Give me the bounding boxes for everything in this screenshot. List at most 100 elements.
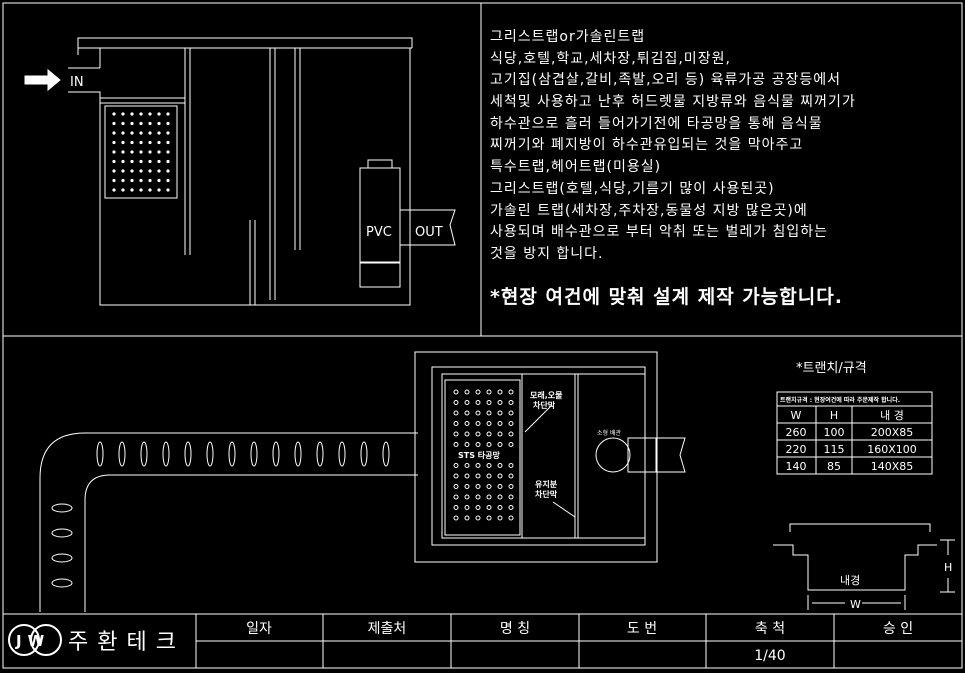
basket-hole bbox=[121, 169, 125, 173]
mesh-hole bbox=[464, 484, 470, 489]
mesh-hole bbox=[486, 389, 492, 395]
basket-hole bbox=[130, 140, 134, 145]
width-dim-label: W bbox=[850, 598, 861, 611]
mesh-hole bbox=[475, 463, 481, 468]
mesh-hole bbox=[453, 484, 459, 489]
trap-plan bbox=[414, 351, 686, 563]
trench-slot bbox=[338, 441, 346, 467]
mesh-hole bbox=[508, 442, 514, 447]
basket-hole bbox=[112, 121, 116, 126]
basket-hole bbox=[121, 140, 125, 145]
mesh-hole bbox=[475, 494, 481, 500]
custom-design-note: *현장 여건에 맞춰 설계 제작 가능합니다. bbox=[490, 286, 843, 308]
basket-hole bbox=[166, 140, 170, 145]
basket-hole bbox=[166, 188, 170, 192]
basket-hole bbox=[148, 150, 152, 154]
description-line: 고기집(삼겹살,갈비,족발,오리 등) 육류가공 공장등에서 bbox=[490, 72, 841, 89]
spec-cell: 100 bbox=[824, 426, 845, 439]
mesh-hole bbox=[475, 442, 481, 447]
mesh-hole bbox=[475, 421, 481, 426]
mesh-hole bbox=[475, 515, 481, 521]
trench-slot bbox=[250, 441, 258, 467]
sand-barrier-label: 모래,오물 bbox=[530, 390, 563, 400]
mesh-hole bbox=[508, 505, 514, 510]
basket-hole bbox=[166, 131, 170, 135]
basket-hole bbox=[157, 178, 161, 183]
trench-slot bbox=[316, 441, 324, 467]
basket-hole bbox=[139, 169, 143, 173]
arrow-right-icon bbox=[24, 68, 61, 92]
logo-letters: JW bbox=[15, 632, 50, 650]
title-header: 제출처 bbox=[368, 621, 407, 637]
basket-hole bbox=[121, 112, 125, 116]
mesh-hole bbox=[453, 400, 459, 405]
mesh-hole bbox=[508, 463, 514, 468]
spec-header: H bbox=[830, 409, 838, 422]
mesh-hole bbox=[486, 505, 492, 510]
basket-hole bbox=[121, 121, 125, 126]
mesh-hole bbox=[486, 442, 492, 447]
trench-slot bbox=[382, 441, 390, 467]
trench-slot bbox=[272, 441, 280, 467]
mesh-hole bbox=[464, 410, 470, 416]
description-line: 것을 방지 합니다. bbox=[490, 245, 604, 262]
mesh-hole bbox=[508, 389, 514, 395]
mesh-label: STS 타공망 bbox=[458, 450, 500, 460]
spec-cell: 200X85 bbox=[871, 426, 914, 439]
spec-cell: 140 bbox=[786, 460, 807, 473]
mesh-hole bbox=[475, 484, 481, 489]
outlet-label: 소형 배관 bbox=[597, 429, 621, 437]
basket-hole bbox=[148, 169, 152, 173]
mesh-hole bbox=[497, 515, 503, 521]
description-line: 그리스트랩or가솔린트랩 bbox=[490, 29, 646, 45]
mesh-hole bbox=[453, 421, 459, 426]
basket-hole bbox=[166, 178, 170, 183]
basket-hole bbox=[166, 112, 170, 116]
title-value: 1/40 bbox=[754, 648, 785, 664]
mesh-hole bbox=[453, 442, 459, 447]
basket-hole bbox=[148, 159, 152, 164]
mesh-hole bbox=[453, 473, 459, 479]
basket-hole bbox=[112, 140, 116, 145]
logo-ring-w bbox=[30, 624, 62, 656]
basket-hole bbox=[148, 140, 152, 145]
mesh-hole bbox=[475, 410, 481, 416]
title-header: 축 척 bbox=[755, 621, 785, 637]
spec-header: 내 경 bbox=[880, 409, 904, 422]
basket-hole bbox=[139, 159, 143, 164]
mesh-hole bbox=[508, 410, 514, 416]
mesh-hole bbox=[497, 473, 503, 479]
mesh-hole bbox=[486, 463, 492, 468]
basket-hole bbox=[112, 112, 116, 116]
basket-hole bbox=[112, 131, 116, 135]
trench-slot bbox=[51, 553, 73, 563]
mesh-hole bbox=[497, 505, 503, 510]
mesh-hole bbox=[497, 463, 503, 468]
basket-hole bbox=[139, 131, 143, 135]
basket-hole bbox=[148, 178, 152, 183]
basket-hole bbox=[121, 131, 125, 135]
spec-header: W bbox=[791, 409, 802, 422]
basket-hole bbox=[139, 112, 143, 116]
basket-hole bbox=[157, 140, 161, 145]
trench-slot bbox=[140, 441, 148, 467]
spec-cell: 85 bbox=[827, 460, 841, 473]
mesh-hole bbox=[475, 431, 481, 437]
basket-hole bbox=[112, 150, 116, 154]
title-header: 도 번 bbox=[627, 621, 657, 637]
basket-hole bbox=[157, 169, 161, 173]
basket-hole bbox=[112, 178, 116, 183]
basket-hole bbox=[157, 150, 161, 154]
mesh-hole bbox=[453, 494, 459, 500]
mesh-hole bbox=[508, 484, 514, 489]
trench-slot bbox=[360, 441, 368, 467]
mesh-hole bbox=[464, 431, 470, 437]
mesh-hole bbox=[497, 400, 503, 405]
basket-hole bbox=[139, 140, 143, 145]
strainer-basket bbox=[104, 105, 178, 199]
basket-hole bbox=[112, 188, 116, 192]
basket-hole bbox=[157, 159, 161, 164]
basket-hole bbox=[166, 159, 170, 164]
sand-barrier-label-2: 차단막 bbox=[533, 400, 556, 410]
basket-hole bbox=[121, 150, 125, 154]
